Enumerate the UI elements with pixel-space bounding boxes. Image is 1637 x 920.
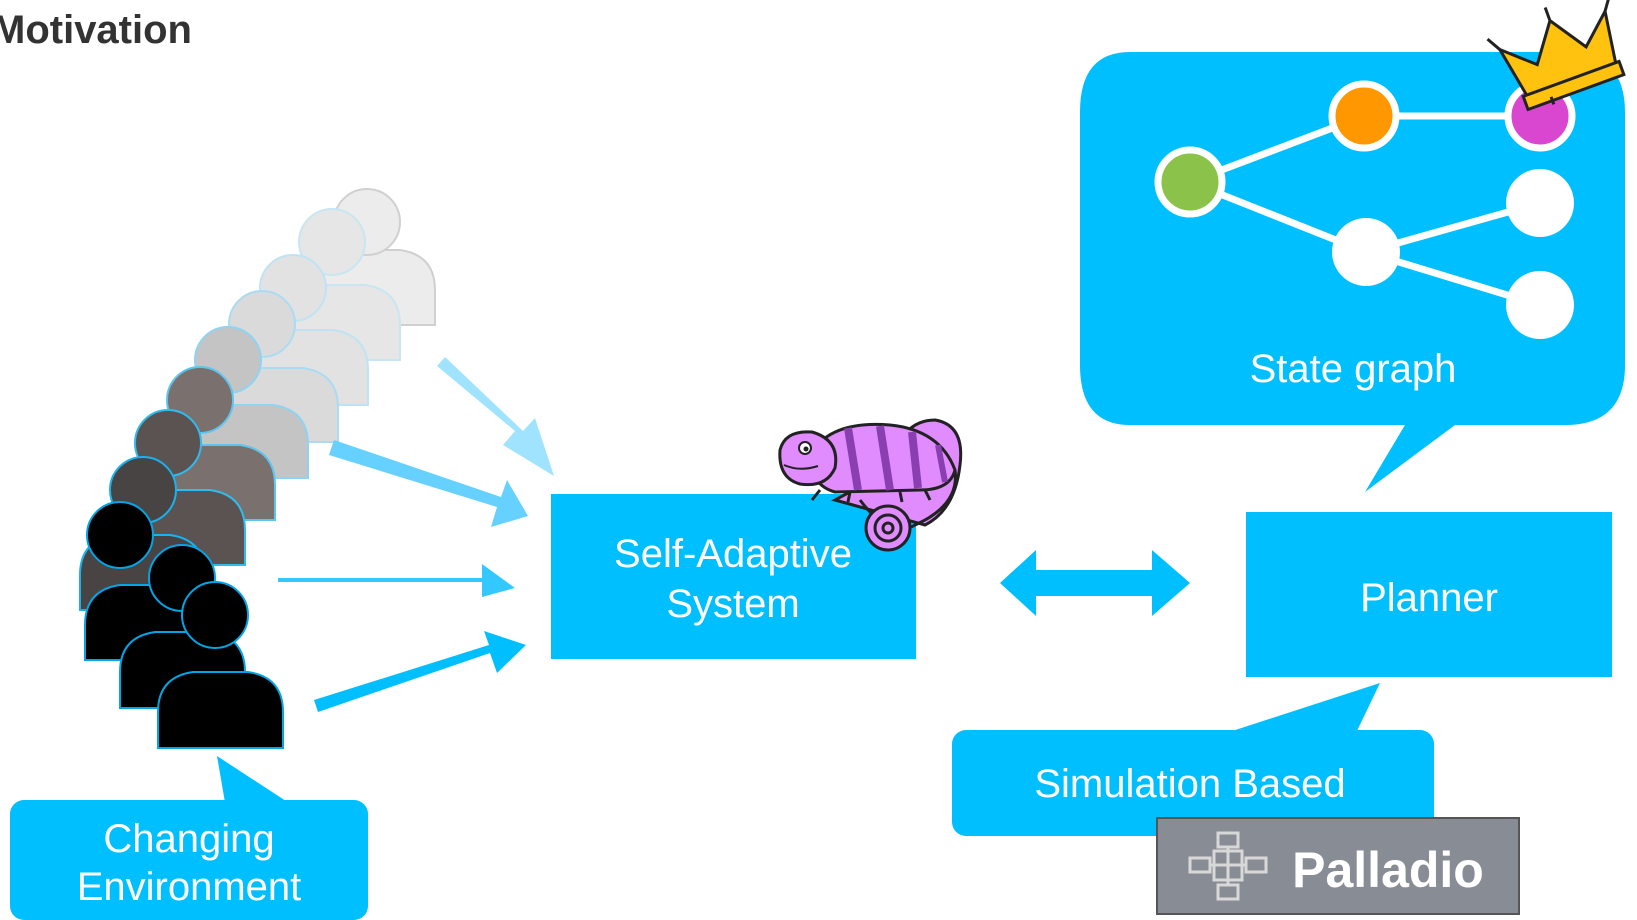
simulation-callout (952, 683, 1434, 836)
chameleon-icon (778, 418, 963, 552)
self-adaptive-system-box (551, 494, 916, 659)
environment-callout (10, 756, 368, 920)
double-arrow (1000, 550, 1190, 616)
arrow-4 (314, 631, 526, 712)
simulation-label: Simulation Based (1034, 762, 1345, 806)
arrow-2 (329, 440, 528, 527)
palladio-wordmark: Palladio (1292, 842, 1484, 898)
state-node-middle (1332, 218, 1400, 286)
planner-box (1246, 512, 1612, 677)
palladio-logo: Palladio (1156, 817, 1520, 915)
person-figure-11 (157, 581, 284, 749)
environment-label-line1: Changing (103, 817, 274, 861)
environment-label-line2: Environment (77, 865, 302, 909)
state-node-right-upper (1506, 169, 1574, 237)
crowd-figures (79, 188, 436, 749)
system-label-line1: Self-Adaptive (614, 532, 852, 576)
arrow-1 (437, 357, 554, 476)
planner-label: Planner (1360, 576, 1498, 620)
state-graph-callout (1080, 52, 1625, 492)
slide-title: Motivation (0, 8, 192, 52)
state-graph-label: State graph (1250, 347, 1457, 391)
crown-icon (1486, 0, 1626, 112)
palladio-emblem-icon (1188, 831, 1268, 901)
state-node-start (1154, 146, 1226, 218)
system-label-line2: System (666, 582, 799, 626)
environment-arrows (278, 357, 554, 712)
arrow-3 (278, 564, 515, 597)
state-node-right-lower (1506, 271, 1574, 339)
state-node-orange (1328, 80, 1400, 152)
